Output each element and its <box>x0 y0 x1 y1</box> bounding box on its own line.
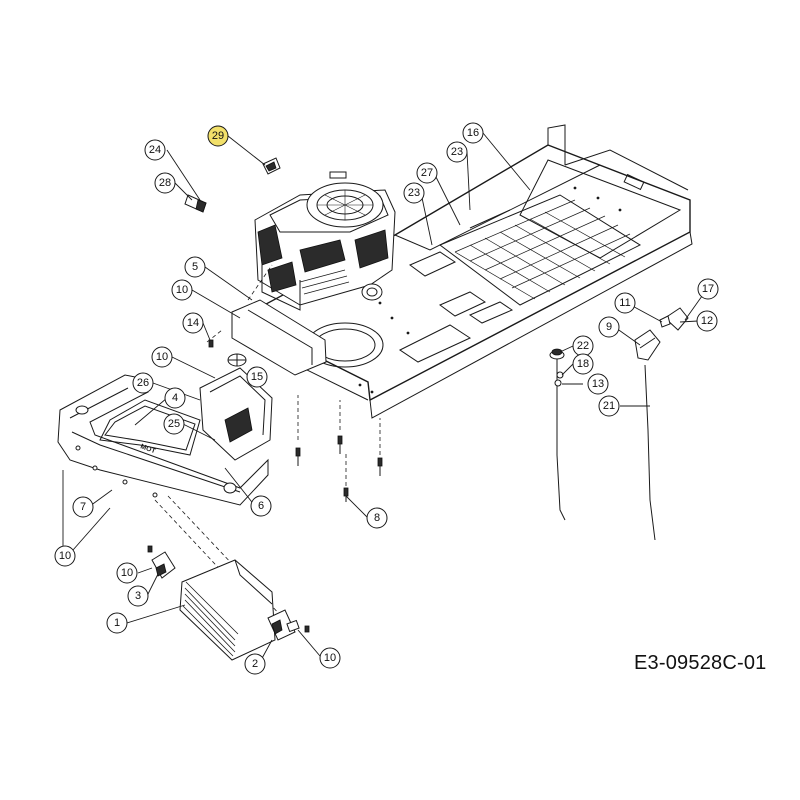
svg-text:21: 21 <box>603 400 615 412</box>
svg-text:27: 27 <box>421 167 433 179</box>
svg-text:17: 17 <box>702 283 714 295</box>
svg-text:24: 24 <box>149 144 161 156</box>
engine <box>254 171 396 311</box>
callout-25: 25 <box>163 413 185 435</box>
svg-text:5: 5 <box>192 261 198 273</box>
bolts <box>147 339 383 633</box>
svg-text:23: 23 <box>451 146 463 158</box>
svg-text:10: 10 <box>121 567 133 579</box>
callout-28: 28 <box>154 172 176 194</box>
callout-3: 3 <box>127 585 149 607</box>
callout-12: 12 <box>696 310 718 332</box>
svg-text:6: 6 <box>258 500 264 512</box>
callout-4: 4 <box>164 387 186 409</box>
callout-10-c: 10 <box>54 545 76 567</box>
control-rod-assembly <box>549 307 689 541</box>
callout-8: 8 <box>366 507 388 529</box>
callout-22: 22 <box>572 335 594 357</box>
svg-text:1: 1 <box>114 617 120 629</box>
svg-text:15: 15 <box>251 371 263 383</box>
svg-text:25: 25 <box>168 418 180 430</box>
callout-10-d: 10 <box>116 562 138 584</box>
callout-27: 27 <box>416 162 438 184</box>
svg-text:18: 18 <box>577 358 589 370</box>
part-28-connector <box>184 194 207 213</box>
callout-16: 16 <box>462 122 484 144</box>
svg-text:3: 3 <box>135 590 141 602</box>
svg-text:23: 23 <box>408 187 420 199</box>
callout-26: 26 <box>132 372 154 394</box>
callout-23b: 23 <box>403 182 425 204</box>
callout-9: 9 <box>598 316 620 338</box>
callout-18: 18 <box>572 353 594 375</box>
svg-text:22: 22 <box>577 340 589 352</box>
svg-text:2: 2 <box>252 658 258 670</box>
callout-21: 21 <box>598 395 620 417</box>
svg-text:4: 4 <box>172 392 178 404</box>
drawing-number: E3-09528C-01 <box>634 652 767 674</box>
callout-10-a: 10 <box>171 279 193 301</box>
muffler-guard <box>199 353 273 461</box>
svg-text:26: 26 <box>137 377 149 389</box>
callout-5: 5 <box>184 256 206 278</box>
svg-text:9: 9 <box>606 321 612 333</box>
svg-text:14: 14 <box>187 317 199 329</box>
svg-text:29: 29 <box>212 130 224 142</box>
heat-shield <box>231 299 327 376</box>
callout-14: 14 <box>182 312 204 334</box>
svg-text:28: 28 <box>159 177 171 189</box>
svg-text:11: 11 <box>619 297 630 309</box>
svg-text:10: 10 <box>324 652 336 664</box>
callout-13: 13 <box>587 373 609 395</box>
callout-24: 24 <box>144 139 166 161</box>
svg-text:12: 12 <box>701 315 713 327</box>
callout-2: 2 <box>244 653 266 675</box>
callout-10-e: 10 <box>319 647 341 669</box>
svg-text:10: 10 <box>176 284 188 296</box>
front-grille-assembly <box>151 551 300 661</box>
callout-6: 6 <box>250 495 272 517</box>
callout-7: 7 <box>72 496 94 518</box>
callout-29: 29 <box>207 125 229 147</box>
svg-text:13: 13 <box>592 378 604 390</box>
svg-text:8: 8 <box>374 512 380 524</box>
leader-lines <box>62 132 708 663</box>
callouts: 29 24 28 16 23 27 23 5 10 14 15 10 26 4 … <box>54 122 719 675</box>
callout-1: 1 <box>106 612 128 634</box>
svg-text:7: 7 <box>80 501 86 513</box>
callout-10-b: 10 <box>151 346 173 368</box>
callout-23: 23 <box>446 141 468 163</box>
callout-17: 17 <box>697 278 719 300</box>
callout-15: 15 <box>246 366 268 388</box>
svg-text:10: 10 <box>156 351 168 363</box>
svg-text:10: 10 <box>59 550 71 562</box>
part-29-switch <box>262 157 281 175</box>
svg-text:16: 16 <box>467 127 479 139</box>
callout-11: 11 <box>614 292 636 314</box>
